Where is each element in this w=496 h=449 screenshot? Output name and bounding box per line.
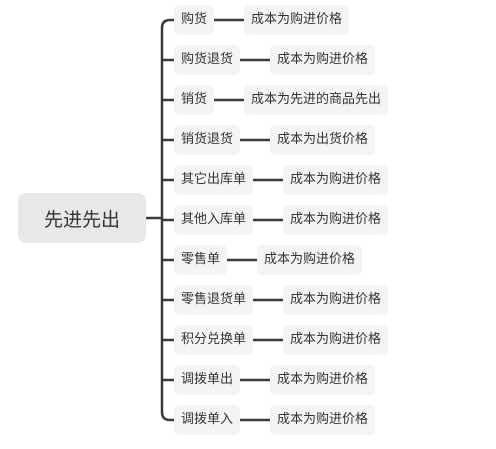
branch-label: 其他入库单 (180, 212, 246, 227)
branch-node-10[interactable]: 调拨单出 (174, 365, 240, 395)
branch-node-7[interactable]: 零售单 (174, 245, 227, 275)
branch-node-6[interactable]: 其他入库单 (174, 205, 253, 235)
detail-label: 成本为购进价格 (276, 412, 368, 427)
detail-label: 成本为购进价格 (276, 52, 368, 67)
detail-node-9[interactable]: 成本为购进价格 (283, 325, 388, 355)
branch-label: 调拨单出 (180, 372, 233, 387)
detail-node-5[interactable]: 成本为购进价格 (283, 165, 388, 195)
branch-label: 调拨单入 (180, 412, 233, 427)
detail-node-7[interactable]: 成本为购进价格 (257, 245, 362, 275)
branch-label: 销货退货 (180, 132, 233, 147)
detail-node-11[interactable]: 成本为购进价格 (270, 405, 375, 435)
root-label: 先进先出 (43, 208, 120, 231)
detail-label: 成本为购进价格 (276, 372, 368, 387)
branch-label: 积分兑换单 (180, 332, 246, 347)
branch-label: 零售退货单 (180, 292, 246, 307)
branch-node-4[interactable]: 销货退货 (174, 125, 240, 155)
branch-label: 购货退货 (180, 52, 233, 67)
detail-node-6[interactable]: 成本为购进价格 (283, 205, 388, 235)
branch-node-5[interactable]: 其它出库单 (174, 165, 253, 195)
branch-node-8[interactable]: 零售退货单 (174, 285, 253, 315)
detail-label: 成本为出货价格 (276, 132, 368, 147)
detail-node-1[interactable]: 成本为购进价格 (244, 5, 349, 35)
detail-label: 成本为先进的商品先出 (250, 92, 381, 107)
branch-node-1[interactable]: 购货 (174, 5, 214, 35)
branch-label: 购货 (180, 12, 207, 27)
branch-node-3[interactable]: 销货 (174, 85, 214, 115)
root-node[interactable]: 先进先出 (18, 193, 146, 243)
detail-label: 成本为购进价格 (289, 292, 381, 307)
branch-label: 其它出库单 (180, 172, 246, 187)
detail-node-8[interactable]: 成本为购进价格 (283, 285, 388, 315)
detail-node-2[interactable]: 成本为购进价格 (270, 45, 375, 75)
detail-label: 成本为购进价格 (263, 252, 355, 267)
detail-node-4[interactable]: 成本为出货价格 (270, 125, 375, 155)
detail-label: 成本为购进价格 (289, 172, 381, 187)
branch-label: 销货 (180, 92, 207, 107)
detail-node-10[interactable]: 成本为购进价格 (270, 365, 375, 395)
branch-node-9[interactable]: 积分兑换单 (174, 325, 253, 355)
branch-node-2[interactable]: 购货退货 (174, 45, 240, 75)
branch-label: 零售单 (180, 252, 220, 267)
detail-label: 成本为购进价格 (289, 212, 381, 227)
branch-node-11[interactable]: 调拨单入 (174, 405, 240, 435)
detail-node-3[interactable]: 成本为先进的商品先出 (244, 85, 388, 115)
detail-label: 成本为购进价格 (289, 332, 381, 347)
detail-label: 成本为购进价格 (250, 12, 342, 27)
